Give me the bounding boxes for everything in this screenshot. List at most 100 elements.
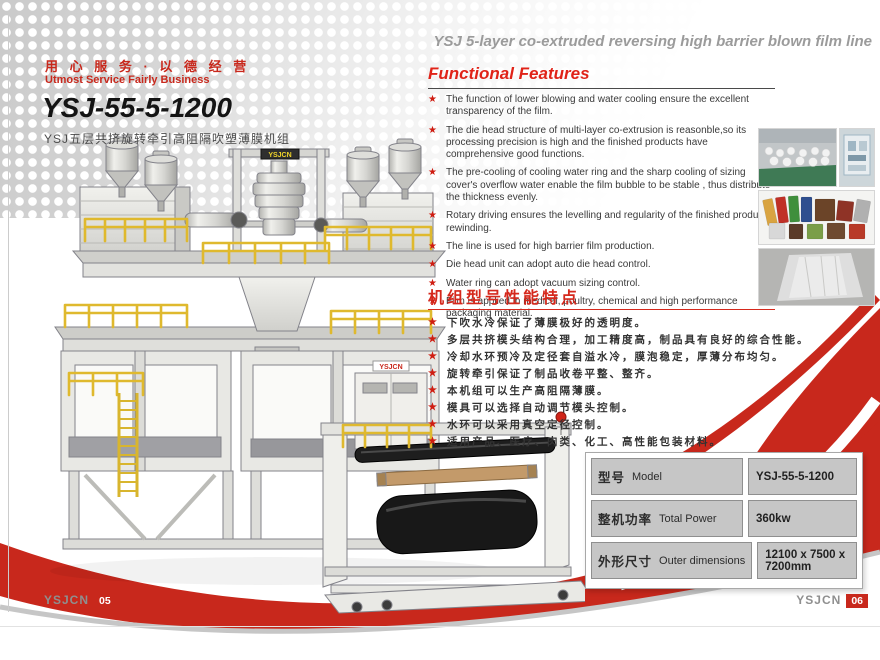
feature-item: ★ 模具可以选择自动调节模头控制。 — [428, 402, 852, 415]
star-icon: ★ — [428, 317, 439, 328]
model-title: YSJ-55-5-1200 — [42, 92, 232, 123]
star-icon: ★ — [428, 295, 437, 307]
feature-item: ★ The pre-cooling of cooling water ring a… — [428, 167, 775, 204]
star-icon: ★ — [428, 167, 437, 179]
feature-item: ★ 多层共挤模头结构合理，加工精度高，制品具有良好的综合性能。 — [428, 334, 852, 347]
photo-film-rolls — [758, 128, 837, 187]
feature-text: 水环可以采用真空定径控制。 — [447, 419, 610, 431]
guide-roller — [354, 437, 556, 463]
feature-text: The pre-cooling of cooling water ring an… — [446, 167, 771, 204]
feature-text: 适用产品、医疗、肉类、化工、高性能包装材料。 — [447, 436, 722, 448]
footer-brand: YSJCN — [44, 593, 90, 607]
slogan-chinese: 用 心 服 务 · 以 德 经 营 — [45, 59, 251, 74]
page-bottom-edge — [0, 626, 880, 627]
die-head — [270, 160, 288, 174]
star-icon: ★ — [428, 402, 439, 413]
material-hoppers — [104, 136, 423, 212]
page-edge-line — [8, 14, 9, 612]
machine-brand-plate-top: YSJCN — [268, 152, 291, 159]
footer-brand: YSJCN — [796, 593, 842, 607]
feature-item: ★ Film is applied in medical, poultry, ch… — [428, 296, 775, 321]
feature-item: ★ The function of lower blowing and water… — [428, 94, 775, 119]
spec-value-cell: 12100 x 7500 x 7200mm — [757, 542, 857, 579]
access-ladder — [117, 393, 139, 497]
feature-text: 下吹水冷保证了薄膜极好的透明度。 — [447, 317, 647, 329]
extruder-left — [79, 186, 191, 258]
table-row: 整机功率 Total Power 360kw — [591, 500, 857, 537]
feature-item: ★ Die head unit can adopt auto die head c… — [428, 259, 775, 271]
feature-text: 模具可以选择自动调节模头控制。 — [447, 402, 635, 414]
features-list-en: ★ The function of lower blowing and water… — [428, 94, 775, 326]
wound-film-roll — [376, 489, 538, 555]
feature-item: ★ 适用产品、医疗、肉类、化工、高性能包装材料。 — [428, 436, 852, 449]
feature-text: Water ring can adopt vacuum sizing contr… — [446, 277, 641, 289]
star-icon: ★ — [428, 419, 439, 430]
star-icon: ★ — [428, 334, 439, 345]
star-icon: ★ — [428, 259, 437, 271]
feature-item: ★ 冷却水环预冷及定径套自溢水冷，膜泡稳定，厚薄分布均匀。 — [428, 351, 852, 364]
feature-item: ★ 旋转牵引保证了制品收卷平整、整齐。 — [428, 368, 852, 381]
spec-label-cell: 型号 Model — [591, 458, 743, 495]
star-icon: ★ — [428, 210, 437, 222]
model-description-cn: YSJ五层共挤旋转牵引高阻隔吹塑薄膜机组 — [44, 132, 291, 146]
white-lower-area — [0, 552, 880, 660]
spec-label-en: Outer dimensions — [659, 554, 746, 567]
spec-label-cell: 外形尺寸 Outer dimensions — [591, 542, 753, 579]
features-heading-cn: 机组型号性能特点 — [428, 290, 581, 307]
features-list-cn: ★ 下吹水冷保证了薄膜极好的透明度。 ★ 多层共挤模头结构合理，加工精度高，制品具有… — [428, 317, 852, 453]
photo-machine-detail — [839, 128, 875, 187]
photo-clear-film — [758, 248, 875, 306]
table-row: 型号 Model YSJ-55-5-1200 — [591, 458, 857, 495]
feature-text: The die head structure of multi-layer co… — [446, 124, 747, 161]
machine-brand-plate-cabinet: YSJCN — [379, 364, 402, 371]
feature-item: ★ 水环可以采用真空定径控制。 — [428, 419, 852, 432]
star-icon: ★ — [428, 368, 439, 379]
page-title: YSJ 5-layer co-extruded reversing high b… — [433, 33, 872, 50]
spec-label-cn: 整机功率 — [598, 513, 653, 527]
spec-table: 型号 Model YSJ-55-5-1200 整机功率 Total Power … — [585, 452, 863, 589]
footer-right: YSJCN 06 — [760, 593, 868, 608]
feature-text: 旋转牵引保证了制品收卷平整、整齐。 — [447, 368, 660, 380]
star-icon: ★ — [428, 94, 437, 105]
machine-illustration: YSJCN YSJCN — [50, 136, 585, 614]
star-icon: ★ — [428, 124, 437, 136]
star-icon: ★ — [428, 385, 439, 396]
spec-label-en: Model — [632, 470, 662, 483]
star-icon: ★ — [428, 240, 437, 252]
feature-item: ★Water ring can adopt vacuum sizing cont… — [428, 278, 775, 290]
feature-text: Die head unit can adopt auto die head co… — [446, 259, 651, 271]
beacon-light — [555, 411, 567, 423]
page-number-badge: 05 — [94, 594, 116, 608]
feature-item: ★ 本机组可以生产高阻隔薄膜。 — [428, 385, 852, 398]
feature-text: 冷却水环预冷及定径套自溢水冷，膜泡稳定，厚薄分布均匀。 — [447, 351, 785, 363]
footer-left: YSJCN 05 — [44, 593, 116, 608]
star-icon: ★ — [428, 436, 439, 447]
spec-value-cell: YSJ-55-5-1200 — [748, 458, 857, 495]
spec-label-cn: 外形尺寸 — [598, 555, 653, 569]
feature-item: ★ The die head structure of multi-layer c… — [428, 125, 775, 162]
features-heading-en: Functional Features — [428, 64, 590, 83]
spec-value-cell: 360kw — [748, 500, 857, 537]
slogan-english: Utmost Service Fairly Business — [45, 74, 210, 86]
spec-label-en: Total Power — [659, 512, 717, 525]
feature-text: The line is used for high barrier film p… — [446, 240, 655, 252]
photo-packaging-bags — [758, 190, 875, 245]
page-number-badge: 06 — [846, 594, 868, 608]
features-cn-underline — [428, 309, 775, 310]
feature-text: Film is applied in medical, poultry, che… — [446, 295, 738, 320]
feature-text: Rotary driving ensures the levelling and… — [446, 210, 774, 234]
safety-railings — [63, 217, 433, 449]
feature-item: ★ 下吹水冷保证了薄膜极好的透明度。 — [428, 317, 852, 330]
spec-label-cell: 整机功率 Total Power — [591, 500, 743, 537]
feature-text: The function of lower blowing and water … — [446, 94, 749, 118]
feature-text: 本机组可以生产高阻隔薄膜。 — [447, 385, 610, 397]
spec-label-cn: 型号 — [598, 471, 626, 485]
table-row: 外形尺寸 Outer dimensions 12100 x 7500 x 720… — [591, 542, 857, 579]
feature-text: 多层共挤模头结构合理，加工精度高，制品具有良好的综合性能。 — [447, 334, 810, 346]
feature-item: ★ The line is used for high barrier film … — [428, 241, 775, 253]
feature-item: ★ Rotary driving ensures the levelling an… — [428, 210, 775, 235]
features-underline — [428, 88, 775, 89]
machine-shadow — [50, 557, 500, 585]
star-icon: ★ — [428, 351, 439, 362]
